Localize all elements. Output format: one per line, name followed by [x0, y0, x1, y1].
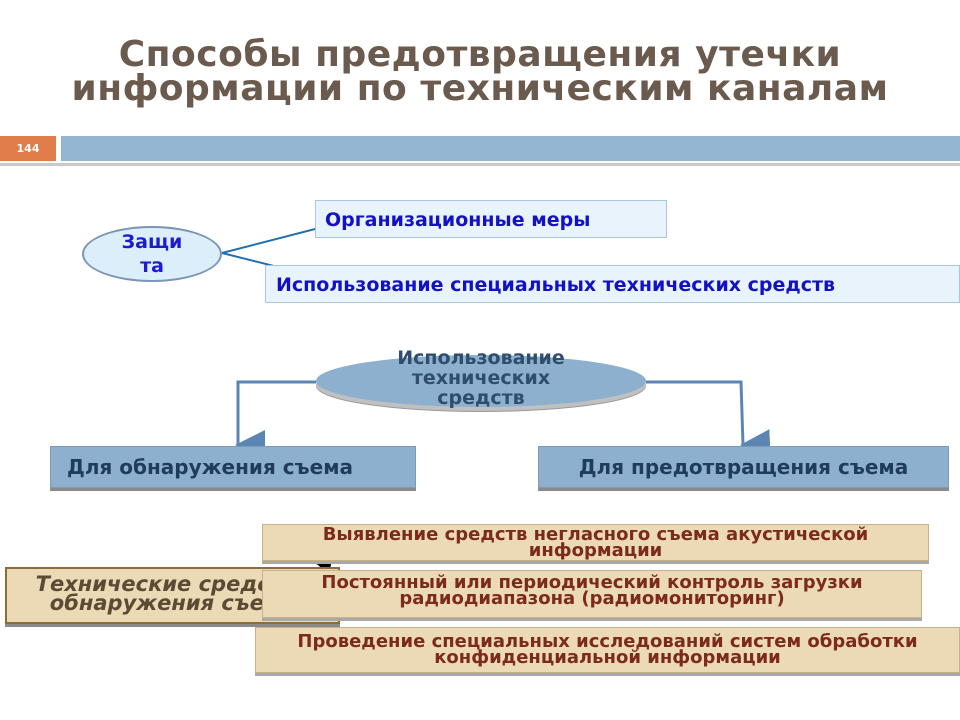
protection-line-2: та	[140, 255, 164, 277]
arrow-to-prevention	[646, 380, 771, 460]
item-2-line-1: Постоянный или периодический контроль за…	[321, 572, 863, 593]
tech-use-label: Использование технических средств	[316, 348, 646, 408]
tech-use-line-3: средств	[437, 387, 525, 409]
item-1-line-2: информации	[528, 540, 663, 561]
item-1-line-1: Выявление средств негласного съема акуст…	[322, 524, 869, 545]
special-tech-box: Использование специальных технических ср…	[265, 265, 960, 303]
title-line-1: Способы предотвращения утечки	[118, 34, 842, 75]
item-2-line-2: радиодиапазона (радиомониторинг)	[399, 588, 785, 609]
org-measures-box: Организационные меры	[315, 200, 667, 238]
protection-line-1: Защи	[121, 231, 183, 253]
tech-use-node	[316, 355, 646, 407]
prevention-box: Для предотвращения съема	[538, 446, 949, 488]
tech-use-line-1: Использование	[397, 347, 565, 369]
detection-box: Для обнаружения съема	[50, 446, 416, 488]
title-line-2: информации по техническим каналам	[71, 68, 889, 109]
slide-number: 144	[0, 136, 56, 161]
header-bar	[61, 136, 960, 161]
header-divider	[0, 163, 960, 166]
tech-means-line-1: Технические средства	[35, 572, 310, 596]
item-box-3: Проведение специальных исследований сист…	[255, 627, 960, 673]
item-3-line-1: Проведение специальных исследований сист…	[297, 631, 918, 652]
protection-node: Защи та	[82, 226, 222, 282]
arrow-to-detection	[235, 380, 316, 460]
item-3-line-2: конфиденциальной информации	[434, 647, 781, 668]
slide-title: Способы предотвращения утечки информации…	[0, 34, 960, 109]
item-box-2: Постоянный или периодический контроль за…	[262, 570, 922, 618]
tech-use-line-2: технических	[411, 367, 551, 389]
item-box-1: Выявление средств негласного съема акуст…	[262, 524, 929, 561]
tech-means-line-2: обнаружения съема	[49, 591, 296, 615]
